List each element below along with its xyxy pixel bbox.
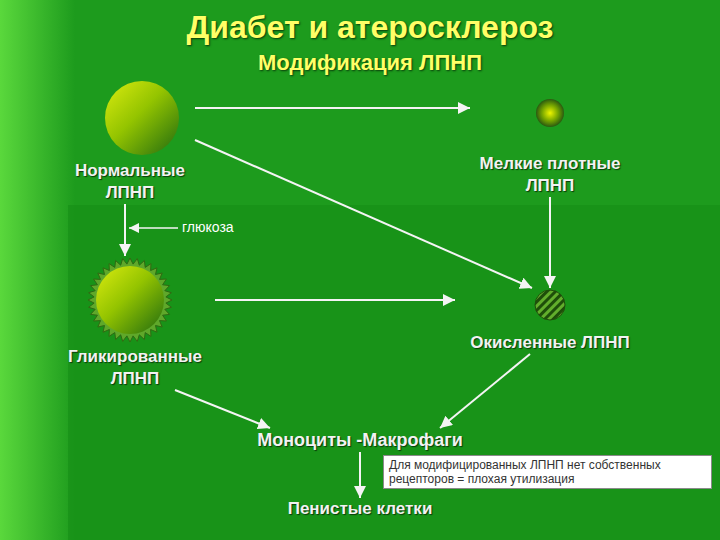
node-label: Мелкие плотные ЛПНП bbox=[470, 153, 630, 197]
edge-label: глюкоза bbox=[182, 219, 234, 236]
particle-shape bbox=[65, 80, 195, 160]
particle-shape bbox=[455, 288, 645, 332]
arrow-connector bbox=[359, 452, 361, 498]
node-label: Пенистые клетки bbox=[258, 498, 462, 520]
particle-node: Нормальные ЛПНП bbox=[65, 80, 195, 204]
note-box: Для модифицированных ЛПНП нет собственны… bbox=[383, 455, 712, 489]
arrow-connector bbox=[440, 354, 530, 428]
particle-node: Мелкие плотные ЛПНП bbox=[470, 97, 630, 197]
arrow-connector bbox=[195, 107, 470, 109]
text-node: Пенистые клетки bbox=[258, 498, 462, 520]
node-label: Окисленные ЛПНП bbox=[455, 332, 645, 354]
arrow-connector bbox=[124, 204, 126, 256]
particle-node: Гликированные ЛПНП bbox=[55, 256, 215, 390]
slide-subtitle: Модификация ЛПНП bbox=[120, 50, 620, 76]
arrow-connector bbox=[175, 390, 270, 428]
glycated-ldl-particle bbox=[96, 266, 164, 334]
light-band bbox=[0, 0, 75, 540]
arrow-connector bbox=[549, 197, 551, 288]
node-label: Для модифицированных ЛПНП нет собственны… bbox=[389, 458, 706, 486]
particle-shape bbox=[470, 97, 630, 153]
node-label: Гликированные ЛПНП bbox=[55, 346, 215, 390]
slide-title: Диабет и атеросклероз bbox=[120, 8, 620, 46]
arrow-connector bbox=[215, 299, 455, 301]
particle-shape bbox=[55, 256, 215, 346]
text-node: Моноциты -Макрофаги bbox=[235, 428, 485, 452]
node-label: Моноциты -Макрофаги bbox=[235, 428, 485, 452]
small-ldl-particle bbox=[536, 99, 564, 127]
dark-panel bbox=[68, 205, 720, 540]
node-label: Нормальные ЛПНП bbox=[65, 160, 195, 204]
particle-node: Окисленные ЛПНП bbox=[455, 288, 645, 354]
glycation-spikes bbox=[88, 258, 172, 342]
oxidized-ldl-particle bbox=[535, 290, 565, 320]
glucose-pointer bbox=[129, 227, 178, 229]
ldl-particle bbox=[105, 81, 179, 155]
